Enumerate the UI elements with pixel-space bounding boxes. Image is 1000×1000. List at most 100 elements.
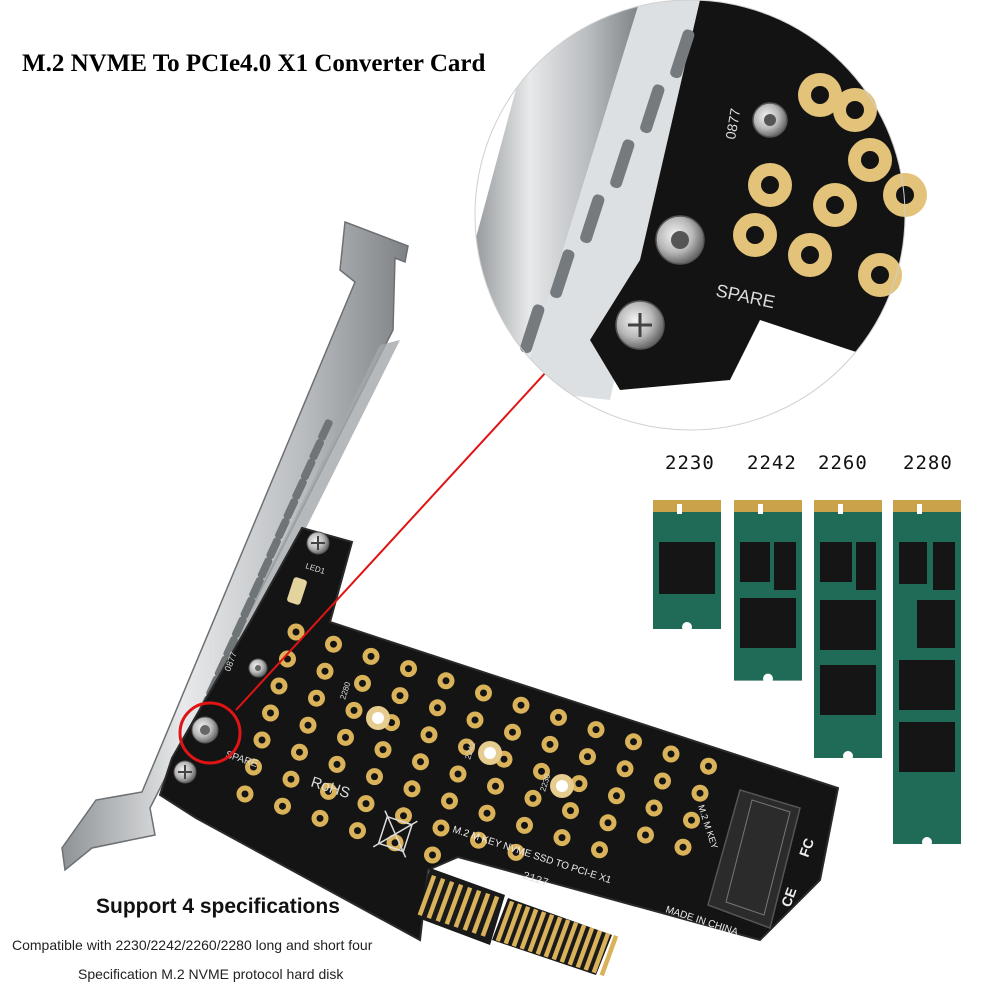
zoom-bracket-vent (520, 304, 545, 354)
zoom-label-0877: 0877 (722, 107, 743, 141)
bracket-vent (283, 498, 299, 520)
ssd-key-notch (677, 504, 682, 514)
gold-pad (287, 623, 305, 641)
gold-pad (354, 674, 371, 692)
gold-pad (487, 777, 504, 795)
gold-finger (519, 908, 539, 950)
gold-pad (374, 741, 392, 759)
ssd-2260 (814, 500, 882, 761)
zoom-gold-pad (833, 88, 877, 132)
gold-finger (444, 883, 464, 925)
standoff-2230 (550, 774, 574, 798)
screw-0877-icon (248, 658, 268, 678)
ssd-mount-notch (922, 837, 932, 847)
gold-pad (478, 804, 496, 822)
ssd-chip (820, 665, 876, 715)
ssd-connector (893, 500, 961, 512)
zoom-gold-pad (858, 253, 902, 297)
gold-pad (412, 753, 429, 771)
gold-pad (504, 723, 521, 741)
gold-pad (328, 755, 346, 773)
gold-pad (683, 811, 700, 829)
ssd-chip (899, 722, 955, 772)
gold-pad (437, 672, 455, 690)
m2-slot (707, 789, 801, 929)
gold-pad (507, 843, 525, 861)
gold-mount-pads (236, 623, 717, 864)
gold-finger (551, 919, 571, 961)
bracket-vent (309, 439, 325, 461)
ssd-chip (856, 542, 876, 590)
zoom-bracket-vents (520, 29, 695, 354)
gold-pad (391, 687, 409, 705)
gold-finger (511, 906, 531, 948)
ssd-chip (917, 600, 955, 648)
gold-pad (608, 787, 625, 805)
ssd-connector (653, 500, 721, 512)
gold-finger (527, 911, 547, 953)
bracket-vent (275, 517, 290, 540)
gold-finger (567, 924, 587, 966)
gold-finger (471, 892, 491, 934)
zoom-gold-pad (883, 173, 927, 217)
gold-finger (559, 921, 579, 963)
gold-pad (645, 799, 663, 817)
gold-pad (449, 765, 467, 783)
gold-pad (349, 822, 366, 840)
gold-pad (541, 735, 559, 753)
screw-top-icon (306, 531, 330, 555)
spec-label-2260: 2260 (818, 452, 868, 474)
bracket-vent (266, 537, 281, 559)
gold-pad (475, 684, 492, 702)
support-line-2: Specification M.2 NVME protocol hard dis… (78, 966, 344, 982)
gold-pad (366, 768, 383, 786)
gold-pad (262, 704, 279, 722)
zoom-screw-upper-icon (655, 215, 705, 265)
bracket-vent (318, 419, 333, 441)
ssd-2230 (653, 500, 721, 632)
gold-pad (662, 745, 680, 763)
gold-pad (325, 635, 342, 653)
ssd-chip (820, 542, 852, 582)
bracket-vent (231, 616, 247, 638)
gold-pad (345, 701, 363, 719)
ssd-chip (899, 542, 927, 584)
bracket-vent (214, 655, 230, 678)
ssd-mount-notch (682, 622, 692, 632)
ssd-key-notch (917, 504, 922, 514)
zoom-gold-pad (798, 73, 842, 117)
ssd-chip (740, 598, 796, 648)
ssd-2242 (734, 500, 802, 684)
gold-pad (270, 677, 288, 695)
ssd-chip (899, 660, 955, 710)
ssd-key-notch (758, 504, 763, 514)
gold-pad (357, 795, 375, 813)
gold-pad (562, 802, 579, 820)
bracket-vent (240, 596, 256, 619)
gold-pad (691, 784, 709, 802)
gold-pad (625, 733, 642, 751)
gold-pad (599, 814, 617, 832)
gold-pad (274, 797, 291, 815)
gold-pad (282, 770, 300, 788)
gold-pad (316, 662, 334, 680)
screw-bottom-icon (173, 760, 197, 784)
gold-pad (579, 748, 596, 766)
gold-pad (700, 757, 717, 775)
ce-mark: CE (778, 885, 800, 909)
gold-pad (516, 816, 533, 834)
zoom-bracket-vent (670, 29, 695, 79)
zoom-bracket-vent (550, 249, 575, 299)
gold-pad (637, 826, 654, 844)
callout-circle (178, 701, 242, 765)
ssd-key-notch (838, 504, 843, 514)
gold-pad (553, 829, 571, 847)
standoff-2280 (366, 706, 390, 730)
gold-finger (535, 913, 555, 955)
bracket-vent (292, 478, 307, 500)
gold-pad (291, 743, 308, 761)
zoom-inset: 0877 SPARE (474, 0, 927, 431)
zoom-gold-pad (788, 233, 832, 277)
bracket-vent (300, 458, 316, 481)
